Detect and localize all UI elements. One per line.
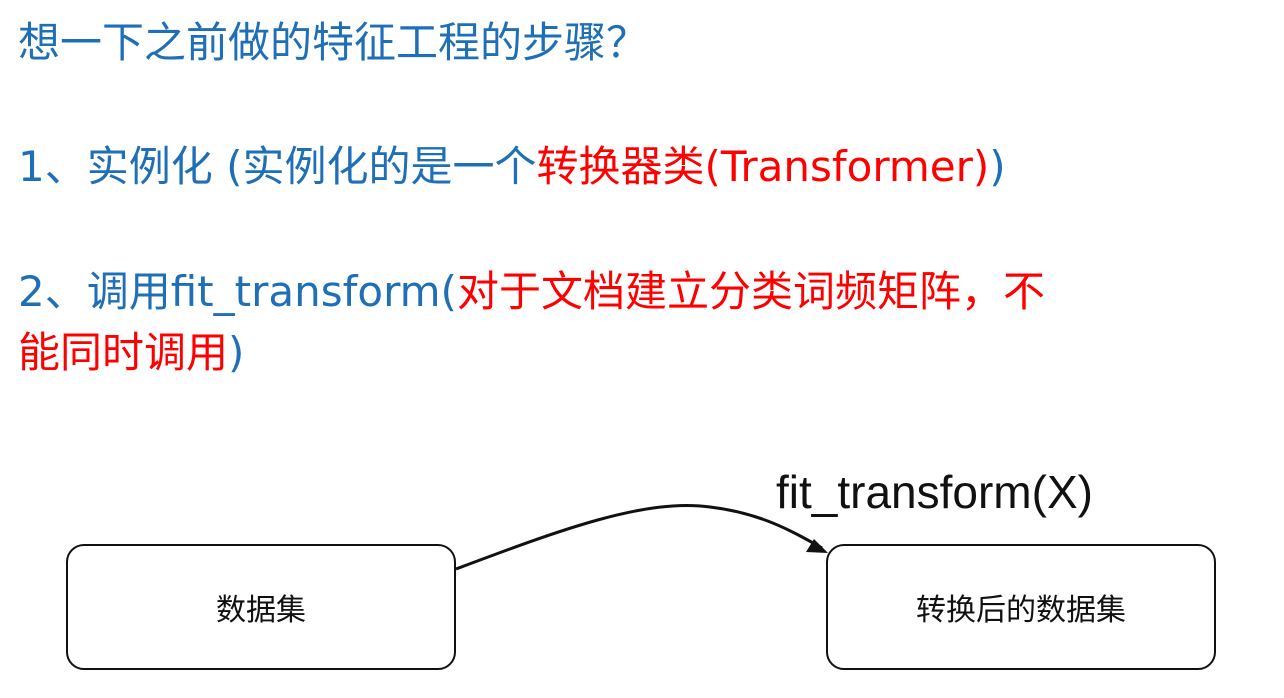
- transform-arrow-line: [455, 503, 823, 571]
- step-2-highlight-part-2: 能同时调用: [18, 328, 229, 377]
- transformed-dataset-label: 转换后的数据集: [916, 593, 1126, 628]
- step-2-suffix: ): [228, 328, 245, 377]
- step-2-prefix: 2、调用fit_transform(: [18, 267, 457, 316]
- step-2-highlight-part-1: 对于文档建立分类词频矩阵，不: [456, 267, 1045, 316]
- page-heading: 想一下之前做的特征工程的步骤？: [18, 16, 648, 70]
- step-2-line-1: 2、调用fit_transform(对于文档建立分类词频矩阵，不: [18, 265, 1045, 319]
- step-1-line: 1、实例化 (实例化的是一个转换器类(Transformer)): [18, 140, 1006, 194]
- step-1-suffix: ): [989, 142, 1006, 191]
- transform-arrow-head: [806, 539, 828, 553]
- dataset-box: 数据集: [66, 544, 456, 670]
- step-1-highlight: 转换器类(Transformer): [536, 142, 990, 191]
- transform-function-label: fit_transform(X): [776, 466, 1093, 518]
- dataset-label: 数据集: [216, 593, 306, 628]
- step-1-prefix: 1、实例化 (实例化的是一个: [18, 142, 537, 191]
- step-2-line-2: 能同时调用): [18, 326, 244, 380]
- transformed-dataset-box: 转换后的数据集: [826, 544, 1216, 670]
- heading-text: 想一下之前做的特征工程的步骤？: [18, 18, 649, 67]
